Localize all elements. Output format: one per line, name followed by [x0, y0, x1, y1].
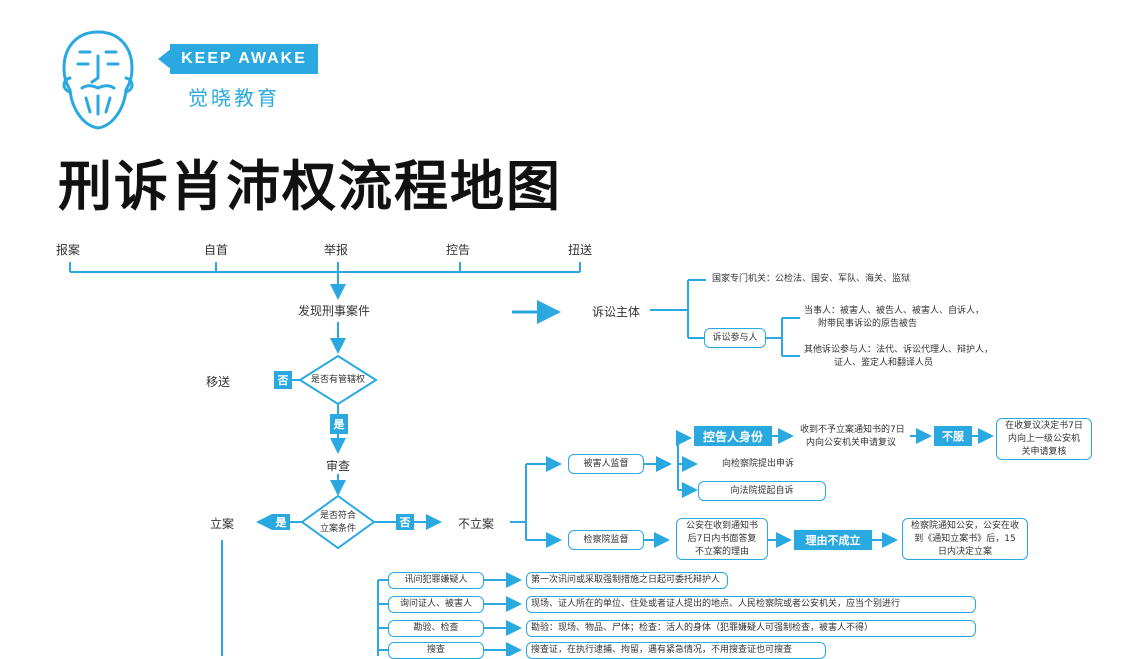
- diamond-filing-line1: 是否符合: [319, 511, 356, 521]
- private-suit: 向法院提起自诉: [698, 481, 826, 501]
- transfer-label: 移送: [206, 375, 231, 389]
- upper-review-line1: 在收复议决定书7日: [1005, 420, 1083, 431]
- police-explain-line3: 不立案的理由: [694, 546, 749, 557]
- upper-review-line3: 关申请复核: [1021, 446, 1067, 457]
- police-explain-line1: 公安在收到通知书: [685, 520, 758, 531]
- notify-filing-line3: 日内决定立案: [937, 546, 992, 557]
- subject-parties-line1: 当事人：被害人、被告人、被害人、自诉人，: [804, 306, 985, 316]
- source-escort: 扭送: [568, 243, 593, 257]
- measure-label-inspect: 勘验、检查: [388, 620, 484, 637]
- victim-supervision: 被害人监督: [568, 454, 644, 474]
- discover-case: 发现刑事案件: [298, 304, 371, 318]
- procuratorate-appeal: 向检察院提出申诉: [722, 459, 795, 469]
- measure-label-interrogate: 讯问犯罪嫌疑人: [388, 572, 484, 589]
- subject-participants: 诉讼参与人: [704, 328, 766, 348]
- review-label: 审查: [326, 459, 351, 473]
- police-explain-line2: 后7日内书面答复: [687, 533, 757, 544]
- subject-others-line2: 证人、鉴定人和翻译人员: [834, 358, 934, 368]
- brand-name: 觉晓教育: [188, 86, 280, 110]
- yes-tag-1: 是: [330, 414, 348, 434]
- notify-filing-line1: 检察院通知公安，公安在收: [910, 520, 1019, 531]
- measure-detail-inspect: 勘验：现场、物品、尸体；检查：活人的身体（犯罪嫌疑人可强制检查，被害人不得）: [526, 620, 976, 637]
- bearded-man-logo-icon: [62, 30, 134, 130]
- source-surrender: 自首: [204, 243, 229, 257]
- upper-review: 在收复议决定书7日 内向上一级公安机 关申请复核: [996, 418, 1092, 460]
- reconsider-note-line2: 内向公安机关申请复议: [806, 438, 897, 448]
- source-accusation: 控告: [446, 243, 471, 257]
- subject-others-line1: 其他诉讼参与人：法代、诉讼代理人、辩护人，: [804, 345, 994, 355]
- no-tag-2: 否: [396, 514, 414, 530]
- accuser-identity-tag: 控告人身份: [694, 426, 772, 446]
- subject-parties-line2: 附带民事诉讼的原告被告: [818, 319, 918, 329]
- not-filing-label: 不立案: [458, 517, 495, 531]
- measure-detail-interrogate: 第一次讯问或采取强制措施之日起可委托辩护人: [526, 572, 728, 589]
- no-tag-1: 否: [274, 371, 292, 389]
- measure-label-question: 询问证人、被害人: [388, 596, 484, 613]
- measure-detail-search: 搜查证，在执行逮捕、拘留，遇有紧急情况，不用搜查证也可搜查: [526, 642, 826, 659]
- brand-tag-pointer: [158, 48, 172, 70]
- notify-filing-line2: 到《通知立案书》后，15: [914, 533, 1016, 544]
- brand-tag: KEEP AWAKE: [170, 44, 318, 74]
- upper-review-line2: 内向上一级公安机: [1007, 433, 1080, 444]
- police-explain: 公安在收到通知书 后7日内书面答复 不立案的理由: [676, 518, 768, 560]
- reject-tag: 不服: [934, 426, 972, 446]
- measure-label-search: 搜查: [388, 642, 484, 659]
- source-tipoff: 举报: [324, 243, 349, 257]
- subject-label: 诉讼主体: [592, 305, 641, 319]
- reconsider-note-line1: 收到不予立案通知书的7日: [800, 425, 905, 435]
- reason-invalid-tag: 理由不成立: [794, 530, 872, 550]
- procuratorate-supervision: 检察院监督: [568, 530, 644, 550]
- yes-tag-2: 是: [272, 514, 290, 530]
- notify-filing: 检察院通知公安，公安在收 到《通知立案书》后，15 日内决定立案: [902, 518, 1028, 560]
- diamond-jurisdiction: 是否有管辖权: [310, 375, 365, 385]
- filing-label: 立案: [210, 517, 235, 531]
- subject-state-organs: 国家专门机关：公检法、国安、军队、海关、监狱: [712, 274, 911, 284]
- page-title: 刑诉肖沛权流程地图: [58, 155, 562, 218]
- diamond-filing-line2: 立案条件: [319, 524, 356, 534]
- source-report: 报案: [56, 243, 81, 257]
- measure-detail-question: 现场、证人所在的单位、住处或者证人提出的地点、人民检察院或者公安机关，应当个别进…: [526, 596, 976, 613]
